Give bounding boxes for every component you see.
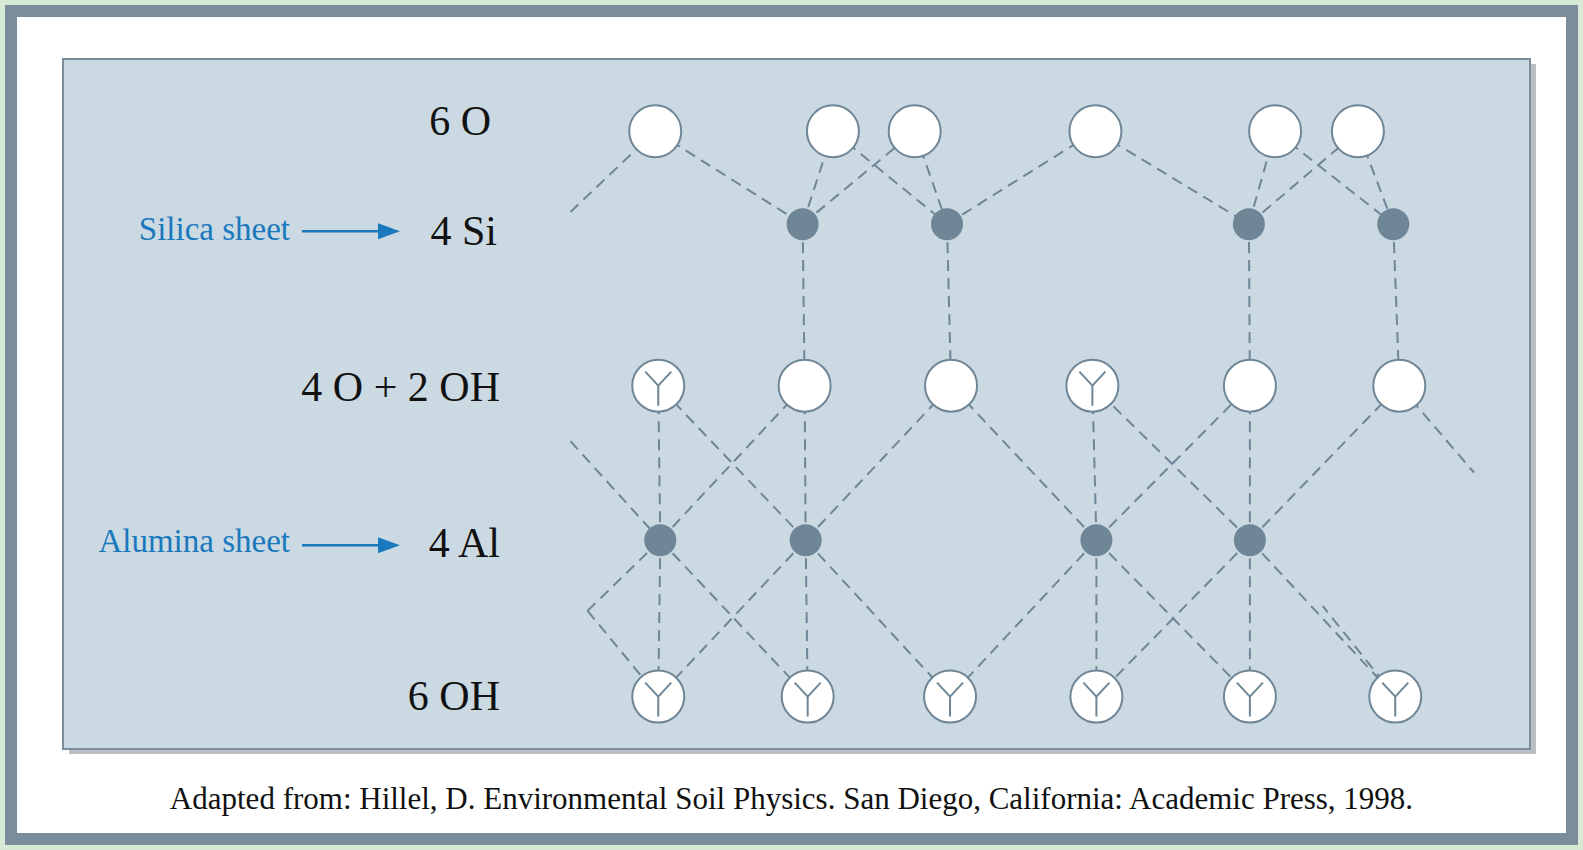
oxygen-atom bbox=[1069, 105, 1121, 157]
silicon-atom bbox=[1233, 208, 1265, 240]
bond-line bbox=[951, 386, 1096, 540]
bond-line bbox=[660, 386, 804, 540]
aluminium-atom bbox=[1234, 524, 1266, 556]
bond-line bbox=[1096, 540, 1249, 696]
bond-line bbox=[570, 441, 660, 540]
layer-label: 4 Al bbox=[429, 522, 500, 564]
hydroxyl-atom bbox=[1070, 671, 1122, 723]
layer-label: 6 O bbox=[429, 100, 491, 142]
panel bbox=[63, 59, 1530, 749]
hydroxyl-atom bbox=[632, 360, 684, 412]
hydroxyl-atom bbox=[1066, 360, 1118, 412]
pointer-arrow bbox=[302, 230, 380, 233]
oxygen-atom bbox=[1332, 105, 1384, 157]
pointer-arrow bbox=[302, 544, 380, 547]
hydroxyl-mark bbox=[645, 683, 671, 717]
hydroxyl-mark bbox=[1083, 683, 1109, 717]
hydroxyl-mark bbox=[645, 372, 671, 406]
oxygen-atom bbox=[807, 105, 859, 157]
hydroxyl-atom bbox=[1369, 671, 1421, 723]
silicon-atom bbox=[787, 208, 819, 240]
hydroxyl-mark bbox=[1382, 683, 1408, 717]
bond-line bbox=[806, 540, 950, 696]
hydroxyl-atom bbox=[1224, 671, 1276, 723]
arrow-head bbox=[378, 223, 400, 239]
silicon-atom bbox=[931, 208, 963, 240]
bond-line bbox=[658, 386, 805, 540]
bond-line bbox=[806, 386, 951, 540]
bond-line bbox=[1250, 386, 1399, 540]
bond-line bbox=[658, 540, 805, 696]
bond-line bbox=[1092, 386, 1249, 540]
hydroxyl-mark bbox=[1079, 372, 1105, 406]
aluminium-atom bbox=[1080, 524, 1112, 556]
layer-label: 4 O + 2 OH bbox=[301, 366, 500, 408]
atoms bbox=[629, 105, 1425, 722]
layer-label: 4 Si bbox=[430, 210, 497, 252]
bond-line bbox=[1096, 386, 1249, 540]
bond-line bbox=[950, 540, 1096, 696]
layer-label: 6 OH bbox=[408, 675, 500, 717]
bond-line bbox=[1096, 540, 1249, 696]
bond-line bbox=[660, 540, 807, 696]
bond-lines bbox=[570, 131, 1474, 696]
oxygen-atom bbox=[1249, 105, 1301, 157]
arrow-head bbox=[378, 537, 400, 553]
sheet-label: Silica sheet bbox=[139, 213, 290, 246]
sheet-label: Alumina sheet bbox=[98, 525, 290, 558]
aluminium-atom bbox=[790, 524, 822, 556]
aluminium-atom bbox=[644, 524, 676, 556]
hydroxyl-atom bbox=[782, 671, 834, 723]
hydroxyl-mark bbox=[937, 683, 963, 717]
hydroxyl-atom bbox=[924, 671, 976, 723]
oxygen-atom bbox=[1373, 360, 1425, 412]
hydroxyl-mark bbox=[795, 683, 821, 717]
oxygen-atom bbox=[889, 105, 941, 157]
hydroxyl-atom bbox=[632, 671, 684, 723]
oxygen-atom bbox=[629, 105, 681, 157]
oxygen-atom bbox=[779, 360, 831, 412]
bond-line bbox=[1250, 540, 1395, 696]
hydroxyl-mark bbox=[1237, 683, 1263, 717]
silicon-atom bbox=[1377, 208, 1409, 240]
oxygen-atom bbox=[1224, 360, 1276, 412]
source-caption: Adapted from: Hillel, D. Environmental S… bbox=[170, 783, 1413, 814]
oxygen-atom bbox=[925, 360, 977, 412]
